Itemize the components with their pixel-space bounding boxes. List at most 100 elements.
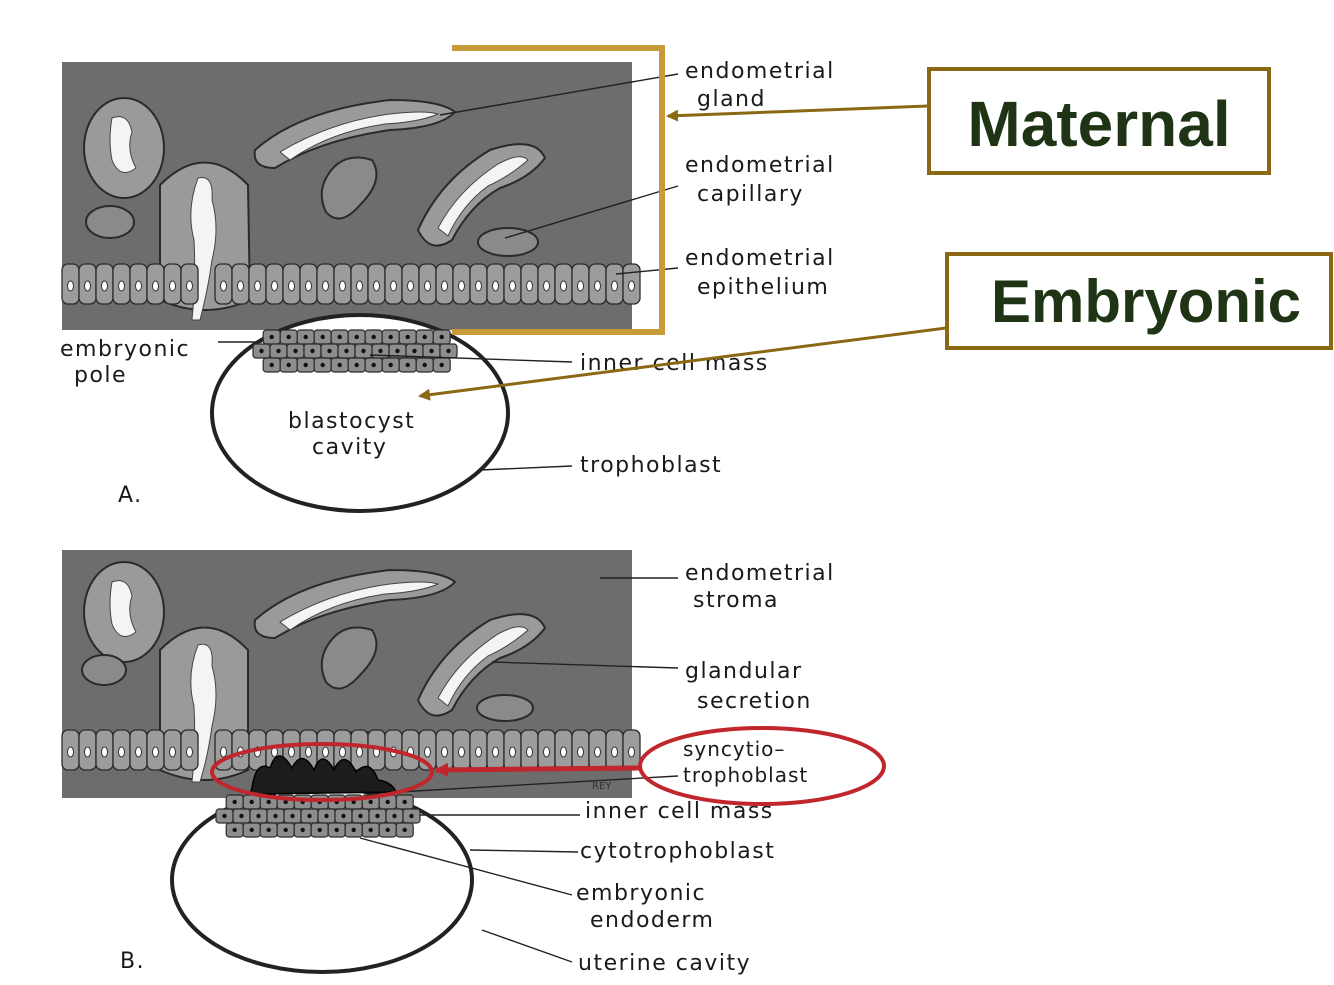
- icm-nucleus: [276, 349, 280, 353]
- label-cytotrophoblast: cytotrophoblast: [580, 839, 775, 864]
- epithelial-nucleus: [221, 281, 227, 291]
- epithelial-nucleus: [476, 281, 482, 291]
- icm-nucleus: [284, 828, 288, 832]
- icm-nucleus: [259, 349, 263, 353]
- icm-nucleus: [304, 335, 308, 339]
- icm-nucleus: [369, 800, 373, 804]
- icm-nucleus: [344, 349, 348, 353]
- icm-nucleus: [423, 363, 427, 367]
- icm-nucleus: [287, 335, 291, 339]
- maternal-label: Maternal: [967, 88, 1230, 160]
- icm-nucleus: [369, 828, 373, 832]
- icm-nucleus: [446, 349, 450, 353]
- embryonic-arrow: [420, 328, 946, 396]
- epithelial-nucleus: [510, 747, 516, 757]
- icm-nucleus: [372, 363, 376, 367]
- icm-nucleus: [403, 800, 407, 804]
- icm-nucleus: [270, 363, 274, 367]
- icm-nucleus: [293, 349, 297, 353]
- epithelial-nucleus: [357, 281, 363, 291]
- epithelial-nucleus: [323, 747, 329, 757]
- icm-nucleus: [378, 349, 382, 353]
- label-endometrial-gland: endometrial gland: [685, 59, 843, 112]
- icm-nucleus: [233, 800, 237, 804]
- icm-nucleus: [270, 335, 274, 339]
- epithelial-nucleus: [629, 747, 635, 757]
- epithelial-nucleus: [289, 281, 295, 291]
- epithelial-nucleus: [493, 747, 499, 757]
- panel-b: endometrial stroma glandular secretion s…: [62, 550, 843, 976]
- endometrial-epithelium-a: [62, 264, 640, 304]
- icm-nucleus: [321, 363, 325, 367]
- epithelial-nucleus: [578, 747, 584, 757]
- artist-signature: REY: [592, 781, 612, 792]
- epithelial-nucleus: [170, 747, 176, 757]
- icm-nucleus: [352, 828, 356, 832]
- icm-nucleus: [406, 335, 410, 339]
- icm-nucleus: [375, 814, 379, 818]
- syncytio-arrow: [436, 768, 640, 770]
- icm-nucleus: [310, 349, 314, 353]
- epithelial-nucleus: [442, 281, 448, 291]
- epithelial-nucleus: [357, 747, 363, 757]
- icm-nucleus: [273, 814, 277, 818]
- epithelial-nucleus: [255, 281, 261, 291]
- epithelial-nucleus: [527, 281, 533, 291]
- icm-nucleus: [256, 814, 260, 818]
- epithelial-nucleus: [527, 747, 533, 757]
- epithelial-nucleus: [289, 747, 295, 757]
- icm-nucleus: [412, 349, 416, 353]
- epithelial-nucleus: [119, 281, 125, 291]
- icm-nucleus: [395, 349, 399, 353]
- epithelial-nucleus: [442, 747, 448, 757]
- epithelial-nucleus: [425, 747, 431, 757]
- icm-nucleus: [406, 363, 410, 367]
- epithelial-nucleus: [170, 281, 176, 291]
- epithelial-nucleus: [323, 281, 329, 291]
- epithelial-nucleus: [306, 747, 312, 757]
- icm-nucleus: [429, 349, 433, 353]
- epithelial-nucleus: [459, 281, 465, 291]
- epithelial-nucleus: [425, 281, 431, 291]
- icm-nucleus: [341, 814, 345, 818]
- icm-nucleus: [389, 363, 393, 367]
- icm-nucleus: [392, 814, 396, 818]
- epithelial-nucleus: [612, 281, 618, 291]
- icm-nucleus: [440, 363, 444, 367]
- epithelial-nucleus: [544, 281, 550, 291]
- epithelial-nucleus: [340, 281, 346, 291]
- epithelial-nucleus: [612, 747, 618, 757]
- icm-nucleus: [267, 828, 271, 832]
- icm-nucleus: [233, 828, 237, 832]
- icm-nucleus: [290, 814, 294, 818]
- epithelial-nucleus: [102, 281, 108, 291]
- panel-b-letter: B.: [120, 949, 145, 974]
- epithelial-nucleus: [119, 747, 125, 757]
- icm-nucleus: [409, 814, 413, 818]
- epithelial-nucleus: [272, 281, 278, 291]
- epithelial-nucleus: [221, 747, 227, 757]
- epithelial-nucleus: [238, 281, 244, 291]
- epithelial-nucleus: [629, 281, 635, 291]
- epithelial-nucleus: [68, 281, 74, 291]
- embryonic-label: Embryonic: [991, 268, 1301, 335]
- epithelial-nucleus: [153, 281, 159, 291]
- epithelial-nucleus: [561, 281, 567, 291]
- label-embryonic-pole: embryonic pole: [60, 337, 199, 388]
- icm-nucleus: [327, 349, 331, 353]
- epithelial-nucleus: [544, 747, 550, 757]
- epithelial-nucleus: [595, 281, 601, 291]
- epithelial-nucleus: [68, 747, 74, 757]
- label-endometrial-capillary: endometrial capillary: [685, 153, 843, 207]
- epithelial-nucleus: [187, 747, 193, 757]
- icm-nucleus: [423, 335, 427, 339]
- epithelial-nucleus: [459, 747, 465, 757]
- epithelial-nucleus: [153, 747, 159, 757]
- epithelial-nucleus: [595, 747, 601, 757]
- icm-nucleus: [403, 828, 407, 832]
- label-uterine-cavity: uterine cavity: [578, 951, 751, 976]
- epithelial-nucleus: [493, 281, 499, 291]
- icm-nucleus: [318, 828, 322, 832]
- icm-nucleus: [386, 828, 390, 832]
- label-syncytiotrophoblast: syncytio– trophoblast: [683, 737, 808, 787]
